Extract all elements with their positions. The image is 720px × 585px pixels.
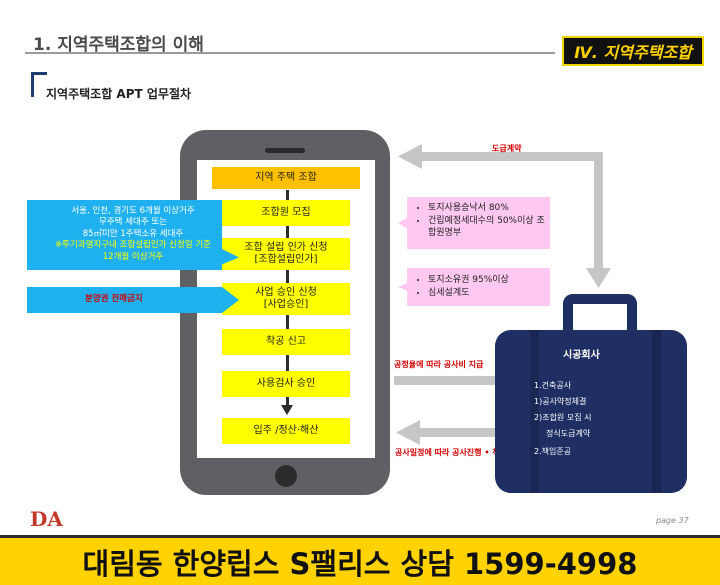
approval-requirements-note: 토지사용승낙서 80% 건립예정세대수의 50%이상 조합원명부 <box>398 197 550 249</box>
contract-arrow-bar <box>418 152 603 161</box>
flow-step-move-in: 입주 /정산·해산 <box>222 418 350 444</box>
logo-text: DA <box>30 507 63 531</box>
phone-speaker-icon <box>265 148 305 153</box>
resale-ban-note: 분양권 전매금지 <box>27 287 239 313</box>
progress-arrow-bar <box>418 428 506 437</box>
flow-step-label: 사용검사 승인 <box>256 377 316 389</box>
eligibility-line: 85㎡미만 1주택소유 세대주 <box>82 228 184 239</box>
requirement-item: 건립예정세대수의 50%이상 조합원명부 <box>428 215 550 240</box>
flow-step-label: 착공 신고 <box>266 335 306 347</box>
contractor-item: 1)공사약정체결 <box>534 397 587 406</box>
phone-home-button-icon <box>275 465 297 487</box>
flow-step-use-inspection: 사용검사 승인 <box>222 371 350 397</box>
suitcase-strap <box>652 330 661 493</box>
suitcase-handle-icon <box>563 294 637 344</box>
flow-step-sublabel: [사업승인] <box>263 299 309 310</box>
flow-step-sublabel: [조합설립인가] <box>254 254 318 265</box>
suitcase-strap <box>530 330 539 493</box>
payment-arrow-bar <box>394 376 500 385</box>
contractor-item: 2)조합원 모집 시 <box>534 413 592 422</box>
header-title: 1. 지역주택조합의 이해 <box>33 35 204 55</box>
progress-label: 공사일정에 따라 공사진행 • 책임준공 <box>395 448 522 457</box>
payment-label: 공정율에 따라 공사비 지급 <box>394 360 484 369</box>
header-divider <box>25 52 555 54</box>
flow-header: 지역 주택 조합 <box>212 167 360 189</box>
contact-banner: 대림동 한양립스 S팰리스 상담 1599-4998 <box>0 535 720 585</box>
flow-arrowhead-icon <box>281 405 293 415</box>
page-number: page 37 <box>656 516 689 525</box>
contractor-item: 정식도급계약 <box>546 429 591 438</box>
company-logo: DA <box>30 507 63 531</box>
contract-arrow-down-icon <box>586 268 611 288</box>
contact-banner-text: 대림동 한양립스 S팰리스 상담 1599-4998 <box>82 546 638 581</box>
slide: 1. 지역주택조합의 이해 Ⅳ. 지역주택조합 지역주택조합 APT 업무절차 … <box>0 0 720 536</box>
requirement-item: 심세설계도 <box>428 287 550 300</box>
contractor-item: 2.책임준공 <box>534 447 572 456</box>
contractor-item: 1.건축공사 <box>534 381 572 390</box>
contract-label: 도급계약 <box>492 144 522 153</box>
chapter-badge: Ⅳ. 지역주택조합 <box>562 36 704 66</box>
eligibility-highlight-line: ※투기과열지구내 조합설립인가 신청일 기준 <box>55 240 211 251</box>
flow-step-label: 조합원 모집 <box>261 206 311 218</box>
eligibility-highlight-line: 12개월 이상거주 <box>102 251 164 262</box>
eligibility-line: 무주택 세대주 또는 <box>99 217 167 228</box>
section-bracket-icon <box>31 72 47 97</box>
flow-header-label: 지역 주택 조합 <box>255 171 317 183</box>
resale-ban-label: 분양권 전매금지 <box>85 294 143 305</box>
flow-step-business-approval: 사업 승인 신청 [사업승인] <box>222 283 350 315</box>
flow-step-label: 입주 /정산·해산 <box>253 424 319 436</box>
requirement-item: 토지사용승낙서 80% <box>428 202 550 215</box>
flow-step-member-recruit: 조합원 모집 <box>222 200 350 226</box>
eligibility-note: 서울, 인천, 경기도 6개월 이상거주 무주택 세대주 또는 85㎡미만 1주… <box>27 200 239 270</box>
flow-step-label: 조합 설립 인가 신청 <box>244 241 328 253</box>
section-title: 지역주택조합 APT 업무절차 <box>46 87 192 101</box>
progress-arrow-left-icon <box>396 420 420 445</box>
flow-step-association-approval: 조합 설립 인가 신청 [조합설립인가] <box>222 238 350 270</box>
flow-step-construction-start: 착공 신고 <box>222 329 350 355</box>
flow-step-label: 사업 승인 신청 <box>255 286 317 298</box>
requirement-item: 토지소유권 95%이상 <box>428 274 550 287</box>
contract-arrow-vertical <box>594 152 603 272</box>
eligibility-line: 서울, 인천, 경기도 6개월 이상거주 <box>71 206 195 216</box>
contractor-title: 시공회사 <box>563 350 600 361</box>
business-requirements-note: 토지소유권 95%이상 심세설계도 <box>398 268 550 306</box>
contract-arrow-left-icon <box>398 144 422 169</box>
